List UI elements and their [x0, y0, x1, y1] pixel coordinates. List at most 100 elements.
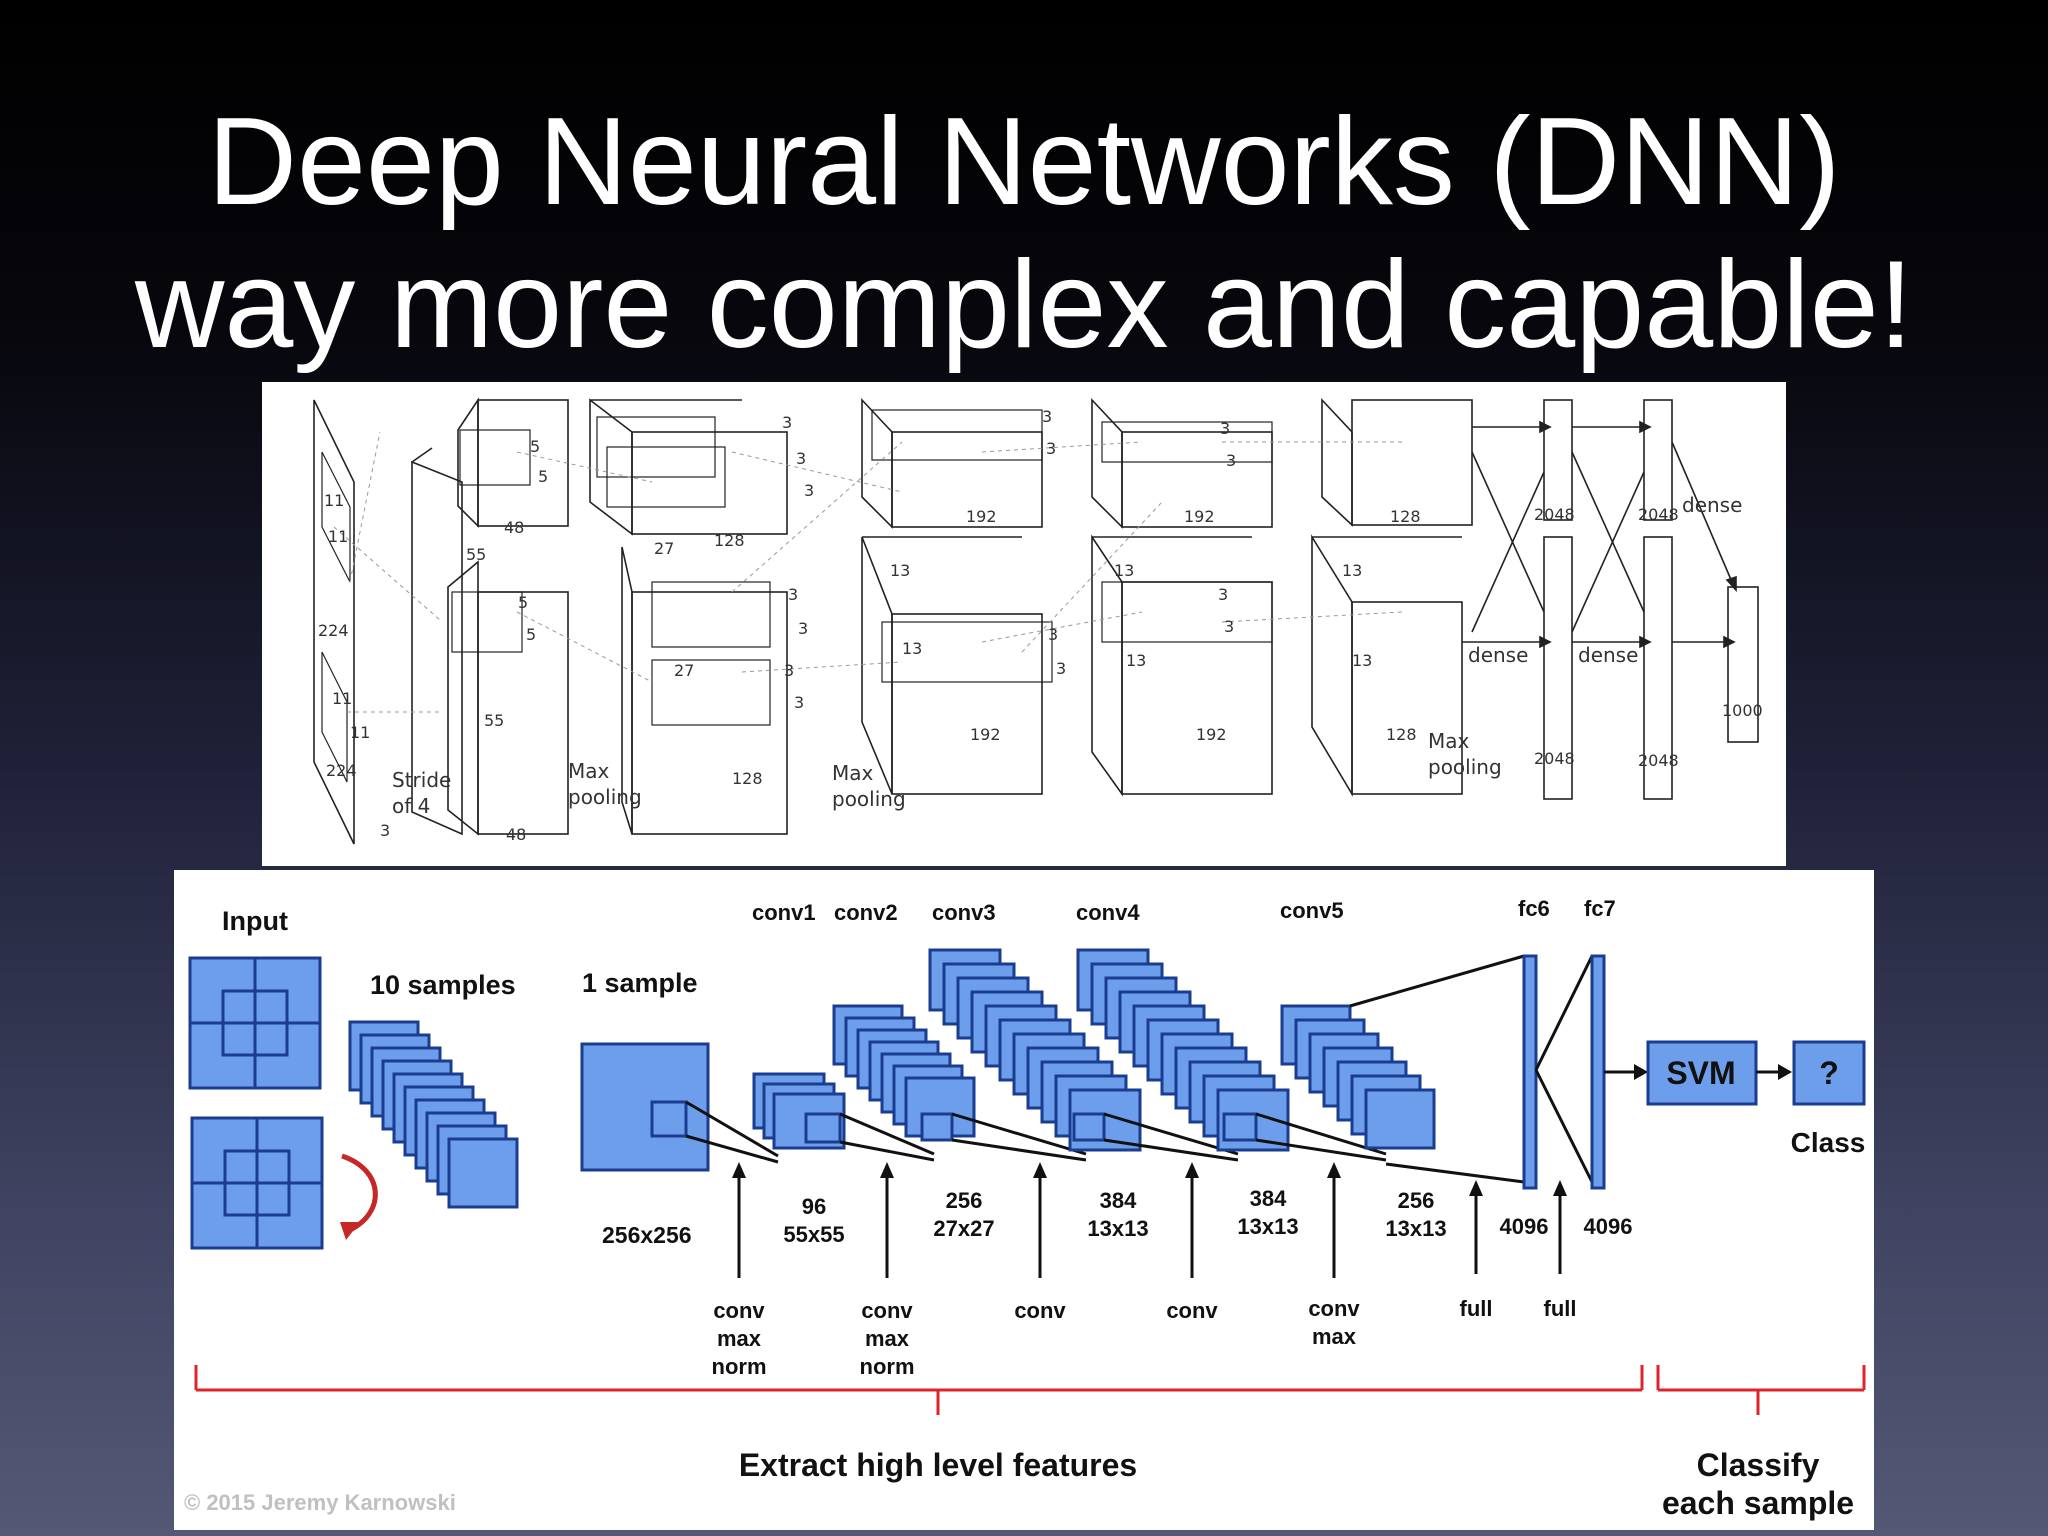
op-l1: conv	[861, 1298, 913, 1323]
label: 13	[890, 561, 910, 580]
connector-line	[1534, 1069, 1594, 1183]
op-l2: max	[865, 1326, 910, 1351]
fc7-layer	[1590, 954, 1606, 1190]
op-l3: norm	[712, 1354, 767, 1379]
label: 48	[504, 518, 524, 537]
label: 3	[1224, 617, 1234, 636]
conv3-label: conv3	[932, 900, 996, 925]
label: 3	[804, 481, 814, 500]
dim-b: 55x55	[783, 1222, 844, 1247]
label: 11	[332, 689, 352, 708]
label: 3	[1220, 419, 1230, 438]
class-label: Class	[1791, 1127, 1866, 1158]
dim-b: 13x13	[1087, 1216, 1148, 1241]
arrowhead	[1778, 1064, 1792, 1080]
connector-line	[951, 1138, 1087, 1162]
label: 192	[966, 507, 997, 526]
label: 128	[1386, 725, 1417, 744]
slide-title-line2: way more complex and capable!	[134, 236, 1914, 374]
arrowhead	[1185, 1162, 1199, 1178]
receptive-field-box	[650, 1100, 688, 1138]
dim-b: 13x13	[1385, 1216, 1446, 1241]
op-l1: full	[1460, 1296, 1493, 1321]
dim-a: 384	[1100, 1188, 1137, 1213]
alexnet-architecture-diagram: 11 11 224 11 11 224 3 Stride of 4 5 5 48…	[262, 382, 1786, 866]
label: 3	[1226, 451, 1236, 470]
fc7-dim: 4096	[1584, 1214, 1633, 1239]
connector-line	[685, 1100, 779, 1158]
label: 3	[380, 821, 390, 840]
conv1-label: conv1	[752, 900, 816, 925]
svm-label: SVM	[1666, 1055, 1735, 1091]
label: 224	[318, 621, 349, 640]
label: 128	[1390, 507, 1421, 526]
label: 3	[1046, 439, 1056, 458]
label: 11	[324, 491, 344, 510]
dim-a: 256	[946, 1188, 983, 1213]
classify-label-2: each sample	[1662, 1485, 1854, 1521]
connector-line	[839, 1140, 935, 1162]
op-l1: conv	[1166, 1298, 1218, 1323]
connector-line	[1534, 955, 1594, 1071]
label: 11	[328, 527, 348, 546]
label: pooling	[568, 785, 642, 809]
class-question-mark: ?	[1819, 1055, 1839, 1091]
label: 128	[714, 531, 745, 550]
arrowhead	[1033, 1162, 1047, 1178]
connector-line	[685, 1134, 779, 1164]
connector-line	[951, 1112, 1087, 1156]
label: 11	[350, 723, 370, 742]
label: Max	[1428, 729, 1470, 753]
label: 3	[796, 449, 806, 468]
label: 3	[782, 413, 792, 432]
center-crop	[223, 1149, 291, 1217]
label: 192	[1196, 725, 1227, 744]
flip-arrowhead	[340, 1222, 360, 1240]
op-l2: max	[717, 1326, 762, 1351]
op-l1: conv	[1308, 1296, 1360, 1321]
label: 1000	[1722, 701, 1763, 720]
label: 55	[466, 545, 486, 564]
samples10-label: 10 samples	[370, 970, 516, 1000]
label: 3	[784, 661, 794, 680]
label: 5	[526, 625, 536, 644]
fc6-layer	[1522, 954, 1538, 1190]
conv2-label: conv2	[834, 900, 898, 925]
label: Max	[832, 761, 874, 785]
conv4-kernel	[1222, 1112, 1258, 1142]
conv3-kernel	[1072, 1112, 1106, 1142]
center-crop	[221, 989, 289, 1057]
extract-features-label: Extract high level features	[739, 1447, 1137, 1483]
op-l1: full	[1544, 1296, 1577, 1321]
label: 2048	[1534, 749, 1575, 768]
fc7-label: fc7	[1584, 896, 1616, 921]
label: 3	[788, 585, 798, 604]
label: of 4	[392, 794, 430, 818]
label: 13	[902, 639, 922, 658]
fc6-dim: 4096	[1500, 1214, 1549, 1239]
arrowhead	[1553, 1180, 1567, 1196]
sample-square	[447, 1137, 519, 1209]
label: 27	[654, 539, 674, 558]
label: 224	[326, 761, 357, 780]
dim-a: 384	[1250, 1186, 1287, 1211]
op-l3: norm	[860, 1354, 915, 1379]
label: 2048	[1638, 751, 1679, 770]
arrowhead	[1634, 1064, 1648, 1080]
class-box	[1792, 1040, 1866, 1106]
label: 3	[1218, 585, 1228, 604]
label: 48	[506, 825, 526, 844]
conv4-label: conv4	[1076, 900, 1140, 925]
arrowhead	[732, 1162, 746, 1178]
connector-line	[1103, 1138, 1239, 1162]
input-size-label: 256x256	[602, 1222, 692, 1248]
label: 3	[1056, 659, 1066, 678]
dim-a: 96	[802, 1194, 826, 1219]
dim-a: 256	[1398, 1188, 1435, 1213]
label: 2048	[1638, 505, 1679, 524]
label: dense	[1578, 643, 1638, 667]
input-label: Input	[222, 906, 288, 936]
label: 3	[1042, 407, 1052, 426]
op-l1: conv	[1014, 1298, 1066, 1323]
sample1-label: 1 sample	[582, 968, 698, 998]
